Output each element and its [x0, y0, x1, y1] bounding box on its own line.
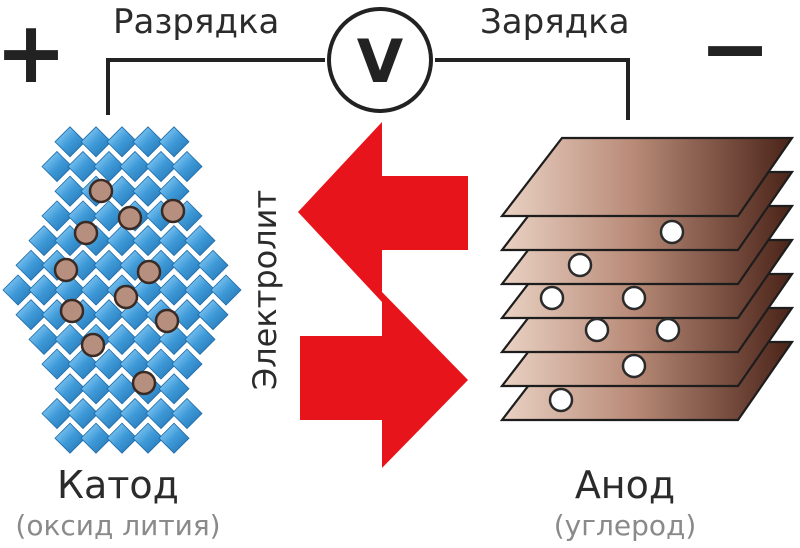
lithium-ion — [584, 317, 610, 343]
crystal-diamond — [93, 397, 125, 430]
lithium-ion — [539, 285, 565, 311]
crystal-diamond — [132, 274, 164, 306]
lithium-ion — [567, 252, 593, 278]
voltmeter-icon: V — [327, 7, 433, 113]
crystal-diamond — [93, 200, 125, 232]
plus-sign: + — [0, 3, 67, 103]
crystal-diamond — [15, 299, 47, 331]
crystal-diamond — [171, 397, 203, 430]
crystal-diamond — [80, 274, 112, 306]
crystal-diamond — [158, 274, 190, 306]
crystal-diamond — [93, 150, 125, 183]
crystal-diamond — [2, 274, 34, 306]
anode-layers — [499, 136, 795, 422]
crystal-diamond — [106, 422, 138, 454]
crystal-diamond — [184, 274, 216, 306]
crystal-diamond — [106, 323, 138, 355]
crystal-diamond — [132, 126, 164, 158]
crystal-diamond — [171, 348, 203, 380]
crystal-diamond — [158, 225, 190, 257]
anode-label: Анод — [575, 463, 675, 507]
cathode-ions — [53, 178, 186, 396]
crystal-diamond — [132, 225, 164, 257]
crystal-diamond — [197, 299, 229, 331]
lithium-ion — [655, 317, 681, 343]
crystal-diamond — [54, 175, 86, 207]
crystal-diamond — [67, 150, 99, 183]
crystal-diamond — [15, 249, 47, 281]
crystal-diamond — [106, 126, 138, 158]
lithium-ion — [136, 259, 162, 285]
crystal-diamond — [145, 397, 177, 430]
lithium-ion — [621, 353, 647, 379]
crystal-diamond — [145, 150, 177, 183]
crystal-diamond — [54, 422, 86, 454]
crystal-diamond — [41, 150, 73, 183]
crystal-diamond — [41, 348, 73, 380]
lithium-ion — [59, 298, 85, 324]
graphite-layer — [499, 136, 795, 218]
crystal-diamond — [184, 323, 216, 355]
charge-label: Зарядка — [480, 2, 630, 42]
lithium-ion — [131, 370, 157, 396]
crystal-diamond — [171, 299, 203, 331]
crystal-diamond — [28, 225, 60, 257]
crystal-diamond — [54, 373, 86, 405]
lithium-ion — [154, 308, 180, 334]
circuit-wire — [106, 58, 630, 120]
crystal-diamond — [80, 422, 112, 454]
lithium-ion — [113, 284, 139, 310]
crystal-diamond — [132, 422, 164, 454]
voltmeter-label: V — [357, 27, 404, 97]
crystal-diamond — [80, 126, 112, 158]
crystal-diamond — [210, 274, 242, 306]
lithium-ion — [548, 387, 574, 413]
crystal-diamond — [132, 175, 164, 207]
crystal-diamond — [184, 225, 216, 257]
crystal-diamond — [28, 323, 60, 355]
lithium-ion — [117, 205, 143, 231]
lithium-ion — [621, 285, 647, 311]
crystal-diamond — [41, 200, 73, 232]
anode-sublabel: (углерод) — [554, 509, 697, 542]
lithium-ion — [73, 220, 99, 246]
lithium-ion — [160, 198, 186, 224]
crystal-diamond — [28, 274, 60, 306]
crystal-diamond — [93, 299, 125, 331]
crystal-diamond — [41, 397, 73, 430]
arrow-left-icon — [298, 122, 468, 302]
crystal-diamond — [80, 373, 112, 405]
crystal-diamond — [145, 348, 177, 380]
crystal-diamond — [106, 225, 138, 257]
cathode-label: Катод — [57, 463, 179, 507]
minus-sign: − — [699, 0, 771, 99]
crystal-diamond — [158, 126, 190, 158]
discharge-label: Разрядка — [113, 2, 279, 42]
crystal-diamond — [54, 323, 86, 355]
crystal-diamond — [93, 348, 125, 380]
crystal-diamond — [171, 249, 203, 281]
crystal-diamond — [158, 422, 190, 454]
crystal-diamond — [119, 397, 151, 430]
crystal-diamond — [67, 397, 99, 430]
lithium-ion — [53, 257, 79, 283]
lithium-ion — [659, 219, 685, 245]
crystal-diamond — [171, 150, 203, 183]
crystal-diamond — [93, 249, 125, 281]
lithium-ion — [88, 178, 114, 204]
crystal-diamond — [158, 373, 190, 405]
crystal-diamond — [197, 249, 229, 281]
crystal-diamond — [54, 126, 86, 158]
crystal-diamond — [119, 150, 151, 183]
arrow-right-icon — [300, 292, 468, 468]
lithium-ion — [80, 332, 106, 358]
cathode-sublabel: (оксид лития) — [15, 509, 220, 542]
anode-ions — [539, 219, 685, 413]
electrolyte-label: Электролит — [246, 190, 284, 390]
crystal-diamond — [132, 323, 164, 355]
